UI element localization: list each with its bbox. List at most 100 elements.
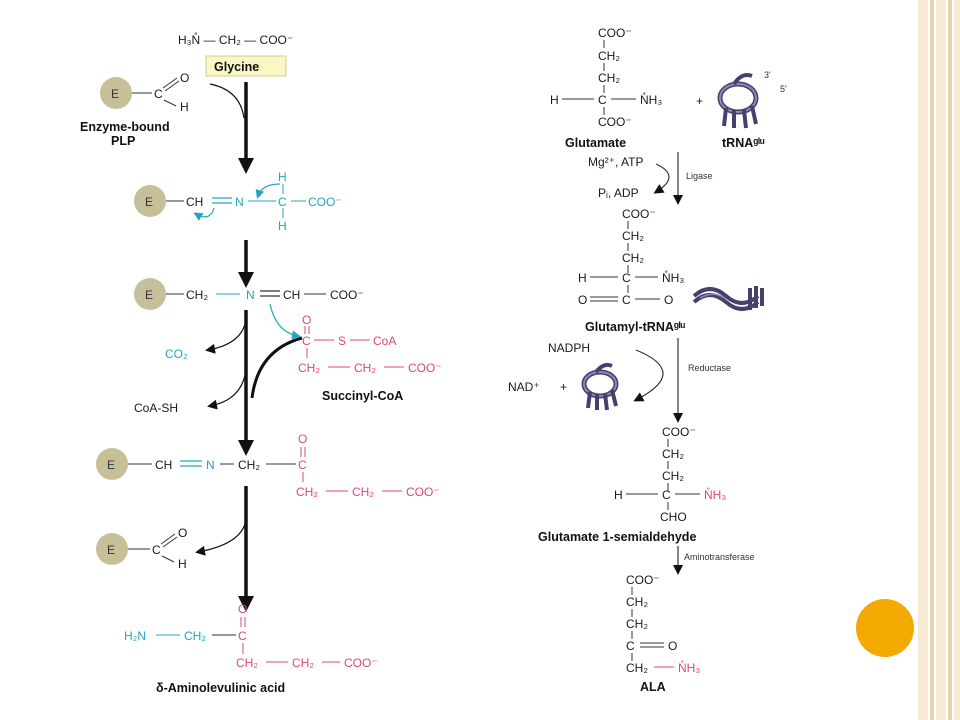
schiff1-c: C [278,195,287,209]
schiff3-ch2: CH₂ [238,458,260,472]
schiff1-ch: CH [186,195,203,209]
schiff3-o: O [298,432,307,446]
gsa-c: C [662,488,671,502]
trna-label: tRNAᵍˡᵘ [722,136,765,150]
glutamate-c: C [598,93,607,107]
glycine-label-box [205,55,287,77]
glutamyl-c2: C [622,293,631,307]
right-ala-ch2-c: CH₂ [626,661,648,675]
glutamate-label: Glutamate [565,136,626,150]
reductase-side-arrow [633,349,664,402]
reductase-name: Reductase [688,363,731,373]
ligase-input: Mg²⁺, ATP [588,155,643,169]
plp-hydrogen: H [180,100,189,114]
succinyl-input-arrow [250,336,303,399]
gsa-ch2-a: CH₂ [662,447,684,461]
succinyl-o: O [302,313,311,327]
right-ala-ch2-b: CH₂ [626,617,648,631]
enzyme-circle-4 [96,448,128,480]
enzyme-letter-1: E [111,87,119,101]
nadph-label: NADPH [548,341,590,355]
enzyme-letter-4: E [107,458,115,472]
succinyl-s: S [338,334,346,348]
trna-attached-icon [692,286,764,311]
succinyl-ch2-a: CH₂ [298,361,320,375]
right-ala-label: ALA [640,680,666,694]
enzyme-letter-5: E [107,543,115,557]
ala-label: δ-Aminolevulinic acid [156,681,285,695]
glutamate-coo-bottom: COO⁻ [598,115,632,129]
schiff3-ch2-b: CH₂ [352,485,374,499]
glutamyl-ch2-a: CH₂ [622,229,644,243]
schiff3-c: C [298,458,307,472]
right-ala-nh3: N̊H₃ [678,659,700,675]
coash-label: CoA-SH [134,401,178,415]
slide-border-strip-3 [936,0,946,720]
plp-carbon-2: C [152,543,161,557]
glutamate-nh3: N̊H₃ [640,91,662,107]
slide-border-strip-5 [954,0,960,720]
glutamyl-c: C [622,271,631,285]
electron-arrow-2 [193,207,215,221]
slide-border-strip-4 [948,0,952,720]
co2-label: CO₂ [165,347,188,361]
gsa-coo-top: COO⁻ [662,425,696,439]
schiff1-n: N [235,195,244,209]
trna-icon [717,73,759,129]
glutamyl-nh3: N̊H₃ [662,269,684,285]
ligase-side-arrow [653,163,670,194]
right-ala-o: O [668,639,677,653]
succinyl-coa-label: Succinyl-CoA [322,389,403,403]
schiff2-ch: CH [283,288,300,302]
plp-carbon: C [154,87,163,101]
glutamyl-o: O [578,293,587,307]
plp-oxygen-2: O [178,526,187,540]
enzyme-circle-2 [134,185,166,217]
schiff1-h-top: H [278,170,287,184]
schiff3-ch2-a: CH₂ [296,485,318,499]
glutamate-coo-top: COO⁻ [598,26,632,40]
glutamyl-trna-label: Glutamyl-tRNAᵍˡᵘ [585,320,686,334]
ligase-name: Ligase [686,171,713,181]
schiff2-n: N [246,288,255,302]
gsa-nh3: N̊H₃ [704,486,726,502]
glutamyl-ch2-b: CH₂ [622,251,644,265]
ligase-output: Pᵢ, ADP [598,186,639,200]
aminotransferase-name: Aminotransferase [684,552,755,562]
ala-ch2-a: CH₂ [236,656,258,670]
slide-border-strip-1 [918,0,928,720]
glycine-label: Glycine [214,60,259,74]
succinyl-c: C [302,334,311,348]
side-arrow-plp-release [195,519,247,556]
schiff3-coo: COO⁻ [406,485,440,499]
ala-ch2: CH₂ [184,629,206,643]
enzyme-letter-3: E [145,288,153,302]
ala-ch2-b: CH₂ [292,656,314,670]
glycine-formula: H₃N̊ — CH₂ — COO⁻ [178,31,293,47]
schiff1-coo: COO⁻ [308,195,342,209]
plp-oxygen: O [180,71,189,85]
trna-5-prime: 5' [780,84,787,94]
left-pathway: H₃N̊ — CH₂ — COO⁻ Glycine E C O H Enzyme… [80,31,442,695]
electron-arrow-3 [269,303,301,340]
right-pathway: COO⁻ CH₂ CH₂ H C N̊H₃ COO⁻ + Glutamate 3… [508,26,787,694]
right-ala-c: C [626,639,635,653]
slide-border-strip-2 [930,0,934,720]
plus-sign-1: + [696,94,703,108]
schiff1-h-bottom: H [278,219,287,233]
right-ala-ch2-a: CH₂ [626,595,648,609]
succinyl-coo: COO⁻ [408,361,442,375]
electron-arrow-1 [255,183,281,199]
gsa-ch2-b: CH₂ [662,469,684,483]
side-arrow-coash [207,369,247,410]
plp-label-line1: Enzyme-bound [80,120,170,134]
ala-o: O [238,602,247,616]
side-arrow-co2 [205,319,247,354]
succinyl-ch2-b: CH₂ [354,361,376,375]
side-arrow-plp [209,83,245,119]
plus-sign-2: + [560,380,567,394]
trna-3-prime: 3' [764,70,771,80]
schiff3-ch: CH [155,458,172,472]
schiff2-ch2: CH₂ [186,288,208,302]
